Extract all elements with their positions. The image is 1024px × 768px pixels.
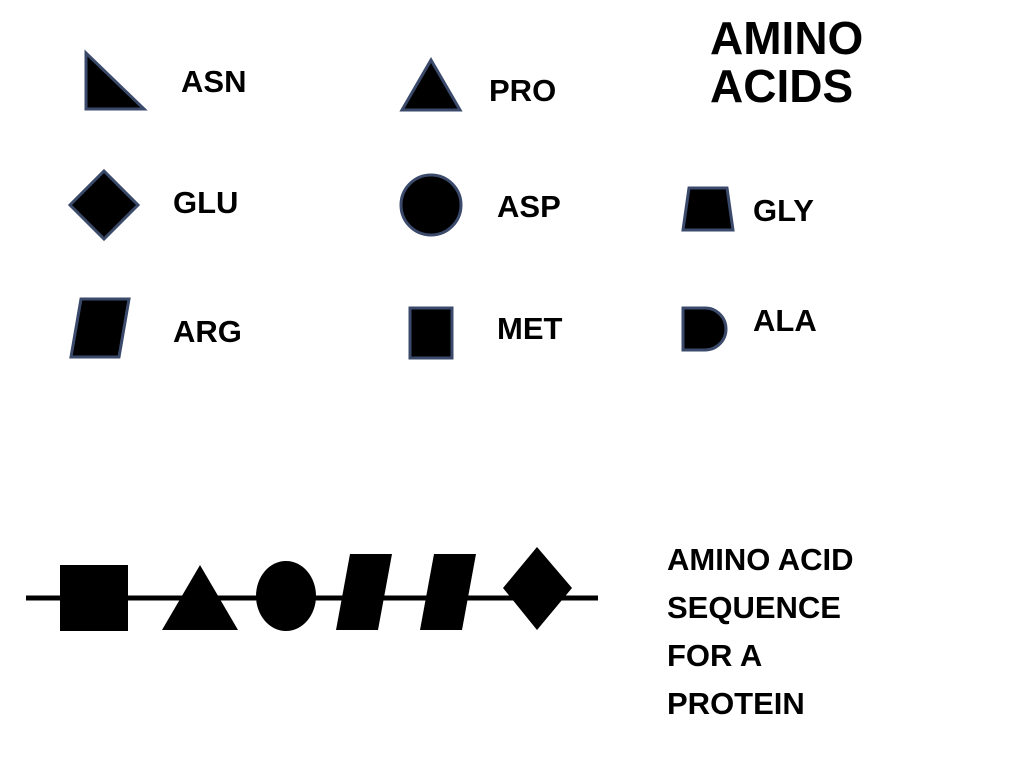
caption-line-1: AMINO ACID — [667, 542, 854, 577]
sequence-parallelogram-icon — [336, 554, 392, 630]
caption-line-4: PROTEIN — [667, 686, 805, 721]
caption-line-3: FOR A — [667, 638, 763, 673]
title-line-2: ACIDS — [710, 60, 854, 112]
ala-d-shape-icon — [681, 306, 728, 352]
sequence-square-icon — [60, 565, 128, 631]
title-line-1: AMINO — [710, 12, 864, 64]
ala-label: ALA — [753, 303, 817, 338]
gly-label: GLY — [753, 193, 814, 228]
arg-label: ARG — [173, 314, 242, 349]
glu-diamond-icon — [67, 168, 141, 242]
pro-triangle-icon — [399, 57, 463, 112]
met-square-icon — [408, 306, 454, 360]
page-title: AMINO ACIDS — [710, 14, 863, 110]
amino-acid-sequence-chain — [26, 547, 598, 631]
gly-trapezoid-icon — [681, 186, 735, 232]
glu-label: GLU — [173, 185, 239, 220]
sequence-parallelogram-icon — [420, 554, 476, 630]
asn-right-triangle-icon — [84, 49, 148, 111]
asn-label: ASN — [181, 64, 247, 99]
sequence-caption: AMINO ACID SEQUENCE FOR A PROTEIN — [667, 536, 854, 728]
asp-label: ASP — [497, 189, 561, 224]
caption-line-2: SEQUENCE — [667, 590, 841, 625]
pro-label: PRO — [489, 73, 557, 108]
met-label: MET — [497, 311, 563, 346]
arg-parallelogram-icon — [69, 297, 131, 359]
sequence-circle-icon — [256, 561, 316, 631]
sequence-diamond-icon — [503, 547, 572, 630]
sequence-triangle-icon — [162, 565, 238, 630]
asp-circle-icon — [399, 173, 463, 237]
